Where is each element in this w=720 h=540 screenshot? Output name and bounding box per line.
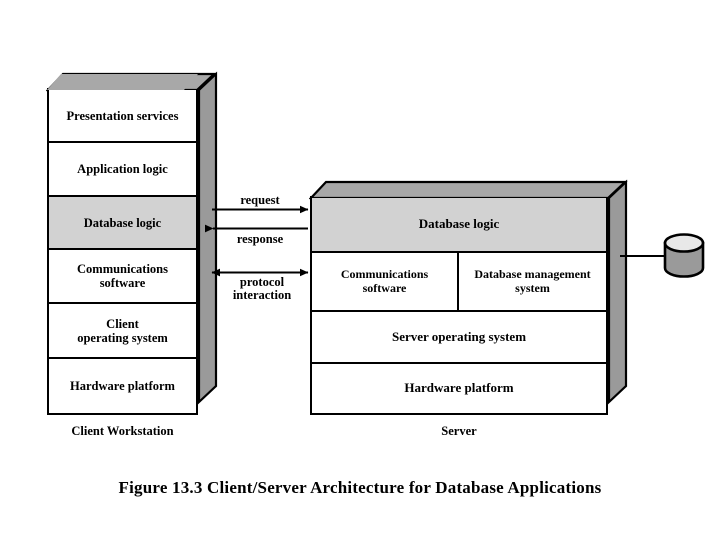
label-response: response xyxy=(236,232,284,246)
server-layer-label: Server operating system xyxy=(391,328,527,344)
client-layer-label: Application logic xyxy=(77,162,168,176)
server-layer-label: Hardware platform xyxy=(404,380,514,396)
client-layer-label: Presentation services xyxy=(66,108,179,123)
server-caption: Server xyxy=(441,424,477,438)
client-layer-label: Hardware platform xyxy=(70,379,175,393)
client-layer-client-operating-system: Client operating system xyxy=(49,304,196,359)
label-protocol-interaction-line2: interaction xyxy=(232,288,292,302)
client-box-right-face xyxy=(197,71,218,405)
server-stack: Database logic Communications software D… xyxy=(309,179,628,415)
client-layer-presentation-services: Presentation services xyxy=(49,90,196,143)
client-layer-hardware-platform: Hardware platform xyxy=(49,359,196,413)
client-workstation-stack: Presentation services Application logic … xyxy=(46,71,218,415)
figure-caption: Figure 13.3 Client/Server Architecture f… xyxy=(118,478,602,497)
client-box-top-face xyxy=(47,74,198,90)
server-box-right-face xyxy=(607,179,628,405)
client-layer-application-logic: Application logic xyxy=(49,143,196,197)
server-layer-label: Database logic xyxy=(418,216,500,232)
client-layer-label: Communications software xyxy=(77,262,168,290)
server-cell-database-management-system: Database management system xyxy=(474,267,591,295)
label-request: request xyxy=(240,193,280,207)
server-layer-comm-and-dbms: Communications software Database managem… xyxy=(312,253,606,312)
server-layer-hardware-platform: Hardware platform xyxy=(312,364,606,413)
server-cell-communications-software: Communications software xyxy=(312,253,459,310)
client-layer-database-logic: Database logic xyxy=(49,197,196,250)
client-layer-label: Database logic xyxy=(83,215,162,230)
server-layer-database-logic: Database logic xyxy=(312,198,606,253)
client-layer-label: Client operating system xyxy=(77,316,168,345)
server-layer-server-operating-system: Server operating system xyxy=(312,312,606,364)
label-protocol-interaction-line1: protocol xyxy=(239,275,285,289)
client-workstation-caption: Client Workstation xyxy=(71,424,174,438)
client-layer-communications-software: Communications software xyxy=(49,250,196,304)
